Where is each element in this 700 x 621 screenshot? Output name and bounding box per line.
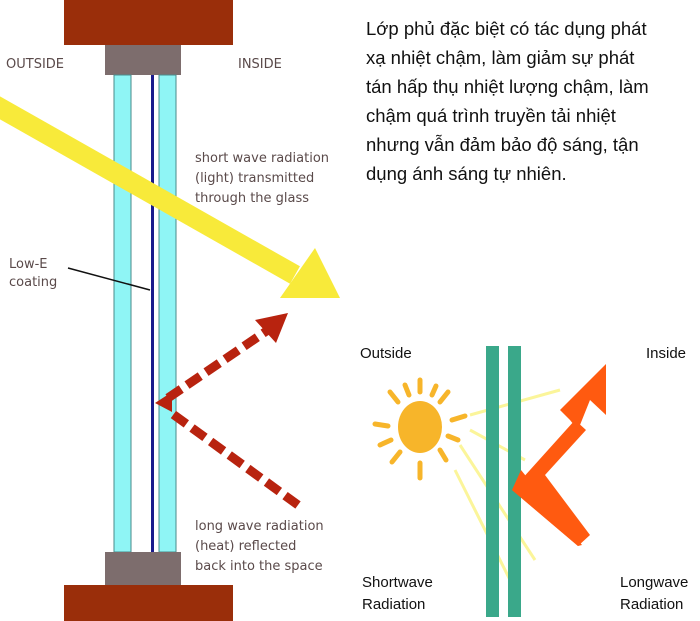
right-glass-pane-2 (508, 346, 521, 617)
longwave-label-1: Longwave (620, 574, 688, 591)
description-text: Lớp phủ đặc biệt có tác dụng phát xạ nhi… (366, 14, 696, 188)
long-wave-arrow (155, 313, 301, 509)
low-e-pointer-line (67, 267, 151, 291)
description-line: tán hấp thụ nhiệt lượng chậm, làm (366, 76, 649, 97)
right-outside-label: Outside (360, 345, 412, 362)
longwave-label-2: Radiation (620, 596, 683, 613)
longwave-reflect-arrow (512, 364, 606, 546)
shortwave-label-2: Radiation (362, 596, 425, 613)
outer-glass-pane (113, 74, 132, 553)
inside-label: INSIDE (238, 57, 282, 72)
bottom-frame (64, 585, 233, 621)
long-wave-text-3: back into the space (195, 559, 323, 574)
right-glass-pane-1 (486, 346, 499, 617)
low-e-text-2: coating (9, 275, 57, 290)
sun-icon (372, 377, 468, 481)
description-line: nhưng vẫn đảm bảo độ sáng, tận (366, 134, 639, 155)
long-wave-text-1: long wave radiation (195, 519, 324, 534)
short-wave-arrow (0, 96, 340, 298)
short-wave-text-1: short wave radiation (195, 151, 329, 166)
shortwave-label-1: Shortwave (362, 574, 433, 591)
description-line: chậm quá trình truyền tải nhiệt (366, 105, 616, 126)
description-line: Lớp phủ đặc biệt có tác dụng phát (366, 18, 647, 39)
long-wave-text-2: (heat) reflected (195, 539, 296, 554)
low-e-coating-layer (151, 75, 154, 552)
low-e-text-1: Low-E (9, 257, 48, 272)
outside-label: OUTSIDE (6, 57, 64, 72)
description-line: dụng ánh sáng tự nhiên. (366, 163, 567, 184)
description-line: xạ nhiệt chậm, làm giảm sự phát (366, 47, 635, 68)
inner-glass-pane (158, 74, 177, 553)
right-inside-label: Inside (646, 345, 686, 362)
top-frame (64, 0, 233, 45)
top-spacer (105, 45, 181, 75)
bottom-spacer (105, 552, 181, 585)
short-wave-text-3: through the glass (195, 191, 309, 206)
short-wave-text-2: (light) transmitted (195, 171, 314, 186)
